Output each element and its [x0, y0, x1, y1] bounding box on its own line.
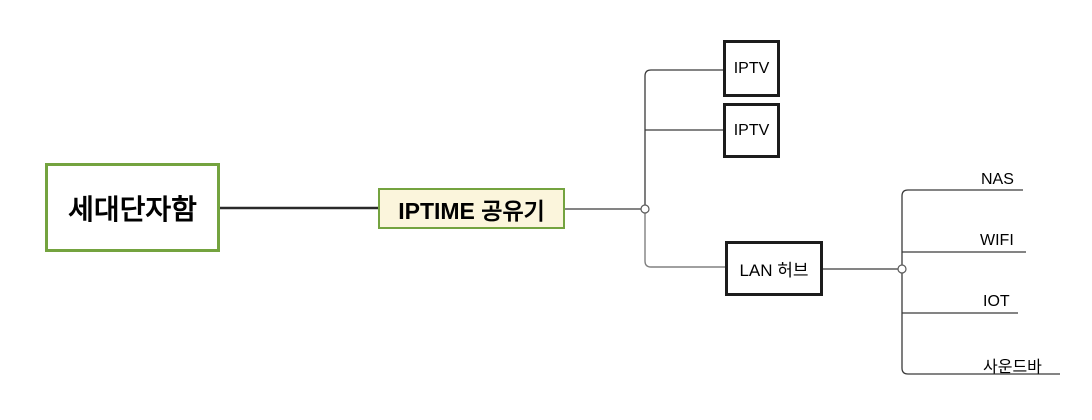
node-iptv1-box: IPTV — [723, 40, 780, 97]
connector-bracket-soundbar — [901, 273, 1060, 375]
node-terminal-label: 세대단자함 — [68, 193, 197, 225]
leaf-label-wifi: WIFI — [980, 232, 1014, 249]
node-router-box: IPTIME 공유기 — [378, 188, 565, 229]
connector-trunk-iptv1 — [644, 69, 723, 205]
node-terminal-box: 세대단자함 — [45, 163, 220, 252]
node-iptv1-label: IPTV — [733, 59, 770, 77]
node-iptv2-box: IPTV — [723, 103, 780, 158]
connector-trunk-hub — [644, 213, 725, 268]
node-lan-hub-label: LAN 허브 — [739, 261, 809, 280]
junction-dot-right — [897, 264, 907, 274]
leaf-label-soundbar: 사운드바 — [983, 359, 1042, 376]
junction-dot-left — [640, 204, 650, 214]
leaf-label-nas: NAS — [981, 171, 1014, 188]
leaf-label-iot: IOT — [983, 293, 1010, 310]
node-iptv2-label: IPTV — [733, 121, 770, 139]
node-router-label: IPTIME 공유기 — [398, 197, 545, 224]
connector-bracket-nas — [901, 189, 1023, 265]
node-lan-hub-box: LAN 허브 — [725, 241, 823, 296]
